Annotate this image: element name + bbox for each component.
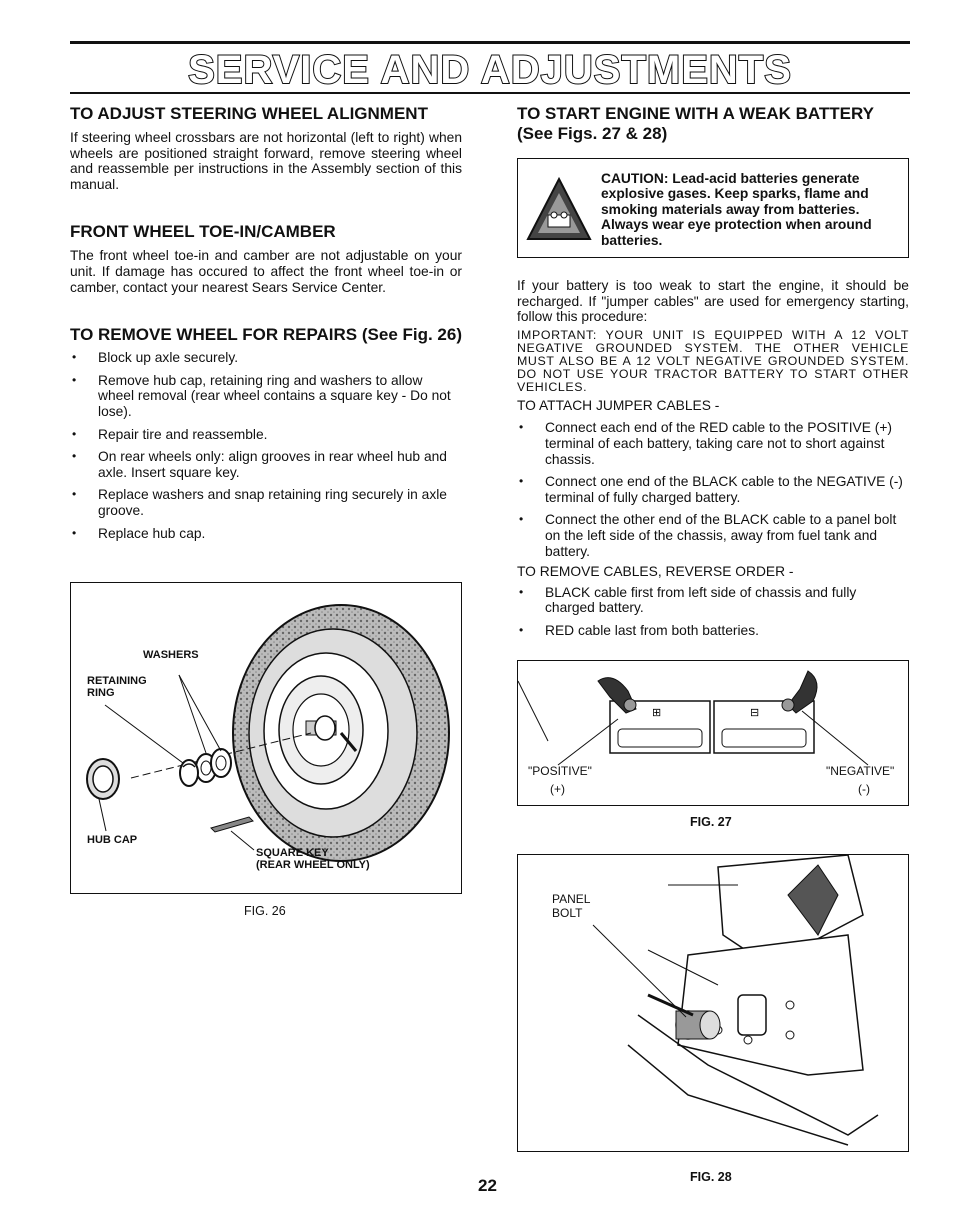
intro-text: If your battery is too weak to start the… [517,278,909,325]
battery-illustration: ⊞ ⊟ [518,670,869,766]
list-item: RED cable last from both batteries. [517,623,909,639]
toe-in-body: The front wheel toe-in and camber are no… [70,248,462,295]
title-rule [70,92,910,94]
negative-sign: (-) [858,782,870,796]
list-item: BLACK cable first from left side of chas… [517,585,909,616]
right-column: TO START ENGINE WITH A WEAK BATTERY (See… [517,104,909,144]
fig26-frame: WASHERS RETAINING RING HUB CAP SQUARE KE… [70,582,462,894]
retaining-label-1: RETAINING [87,675,147,687]
bolt-label: BOLT [552,906,583,920]
fig27-caption: FIG. 27 [690,815,732,829]
toe-in-heading: FRONT WHEEL TOE-IN/CAMBER [70,222,336,242]
caution-text: CAUTION: Lead-acid batteries generate ex… [601,171,872,248]
list-item: Replace hub cap. [70,526,462,542]
fig28-caption: FIG. 28 [690,1170,732,1184]
svg-text:⊞: ⊞ [652,707,661,719]
washers-label: WASHERS [143,649,199,661]
hub-cap-label: HUB CAP [87,834,138,846]
retaining-label-2: RING [87,687,115,699]
square-key-label-2: (REAR WHEEL ONLY) [256,859,370,871]
remove-wheel-list: Block up axle securely. Remove hub cap, … [70,350,462,541]
remove-wheel-heading: TO REMOVE WHEEL FOR REPAIRS (See Fig. 26… [70,325,463,345]
fig28-frame: PANEL BOLT [517,854,909,1152]
chassis-illustration [592,855,879,1146]
top-rule [70,41,910,44]
list-item: Block up axle securely. [70,350,462,366]
weak-battery-heading: TO START ENGINE WITH A WEAK BATTERY [517,104,874,123]
list-item: On rear wheels only: align grooves in re… [70,449,462,480]
battery-body: If your battery is too weak to start the… [517,278,909,646]
fig26-caption: FIG. 26 [244,904,286,918]
list-item: Connect each end of the RED cable to the… [517,420,909,467]
list-item: Connect the other end of the BLACK cable… [517,512,909,559]
list-item: Repair tire and reassemble. [70,427,462,443]
fig27-frame: ⊞ ⊟ "POSITIVE" (+) "NEGATIVE" (-) [517,660,909,806]
list-item: Remove hub cap, retaining ring and washe… [70,373,462,420]
wheel-illustration [86,604,450,862]
page-title: SERVICE AND ADJUSTMENTS [187,47,792,93]
left-column: TO ADJUST STEERING WHEEL ALIGNMENT If st… [70,104,462,548]
panel-label: PANEL [552,892,591,906]
positive-label: "POSITIVE" [528,764,592,778]
steering-alignment-heading: TO ADJUST STEERING WHEEL ALIGNMENT [70,104,428,123]
square-key-label-1: SQUARE KEY [256,847,329,859]
important-text: IMPORTANT: YOUR UNIT IS EQUIPPED WITH A … [517,327,909,394]
remove-heading: TO REMOVE CABLES, REVERSE ORDER - [517,564,794,580]
negative-label: "NEGATIVE" [826,764,895,778]
attach-list: Connect each end of the RED cable to the… [517,420,909,559]
list-item: Connect one end of the BLACK cable to th… [517,474,909,505]
svg-text:⊟: ⊟ [750,707,759,719]
remove-list: BLACK cable first from left side of chas… [517,585,909,639]
caution-box: CAUTION: Lead-acid batteries generate ex… [517,158,909,258]
list-item: Replace washers and snap retaining ring … [70,487,462,518]
weak-battery-subheading: (See Figs. 27 & 28) [517,124,668,143]
warning-triangle-icon [526,176,592,240]
positive-sign: (+) [550,782,565,796]
attach-heading: TO ATTACH JUMPER CABLES - [517,397,720,413]
steering-alignment-body: If steering wheel crossbars are not hori… [70,130,462,192]
page-number: 22 [478,1176,497,1195]
